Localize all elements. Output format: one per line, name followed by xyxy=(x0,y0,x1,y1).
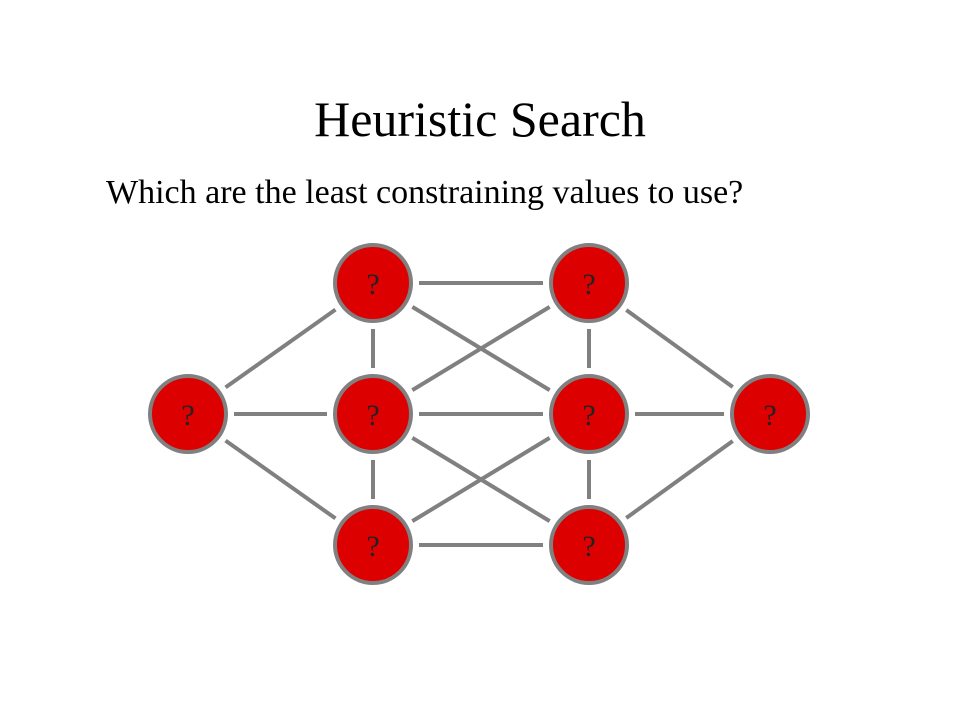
node-label: ? xyxy=(763,399,776,432)
node-circle xyxy=(333,505,413,585)
slide-title: Heuristic Search xyxy=(314,91,646,147)
edge-c1-mid-c2-top xyxy=(411,305,551,392)
node-circle xyxy=(333,374,413,454)
node-right: ? xyxy=(730,374,810,454)
node-circle xyxy=(549,374,629,454)
node-circle xyxy=(549,505,629,585)
node-c2-mid: ? xyxy=(549,374,629,454)
edge-left-c1-bot xyxy=(224,438,337,521)
edge-c1-bot-c2-mid xyxy=(411,436,551,523)
node-label: ? xyxy=(582,530,595,563)
node-circle xyxy=(549,243,629,323)
node-left: ? xyxy=(148,374,228,454)
node-label: ? xyxy=(181,399,194,432)
edge-left-c1-top xyxy=(224,307,337,390)
node-circle xyxy=(730,374,810,454)
node-circle xyxy=(333,243,413,323)
node-c1-top: ? xyxy=(333,243,413,323)
node-label: ? xyxy=(582,399,595,432)
node-label: ? xyxy=(366,268,379,301)
edge-c2-top-right xyxy=(625,308,734,389)
node-c2-top: ? xyxy=(549,243,629,323)
node-c1-mid: ? xyxy=(333,374,413,454)
node-label: ? xyxy=(366,530,379,563)
edge-c2-bot-right xyxy=(625,439,734,520)
graph-nodes: ???????? xyxy=(148,243,810,585)
node-label: ? xyxy=(582,268,595,301)
node-c2-bot: ? xyxy=(549,505,629,585)
node-label: ? xyxy=(366,399,379,432)
graph-edges xyxy=(224,281,734,547)
node-c1-bot: ? xyxy=(333,505,413,585)
node-circle xyxy=(148,374,228,454)
slide-subtitle: Which are the least constraining values … xyxy=(106,174,744,211)
